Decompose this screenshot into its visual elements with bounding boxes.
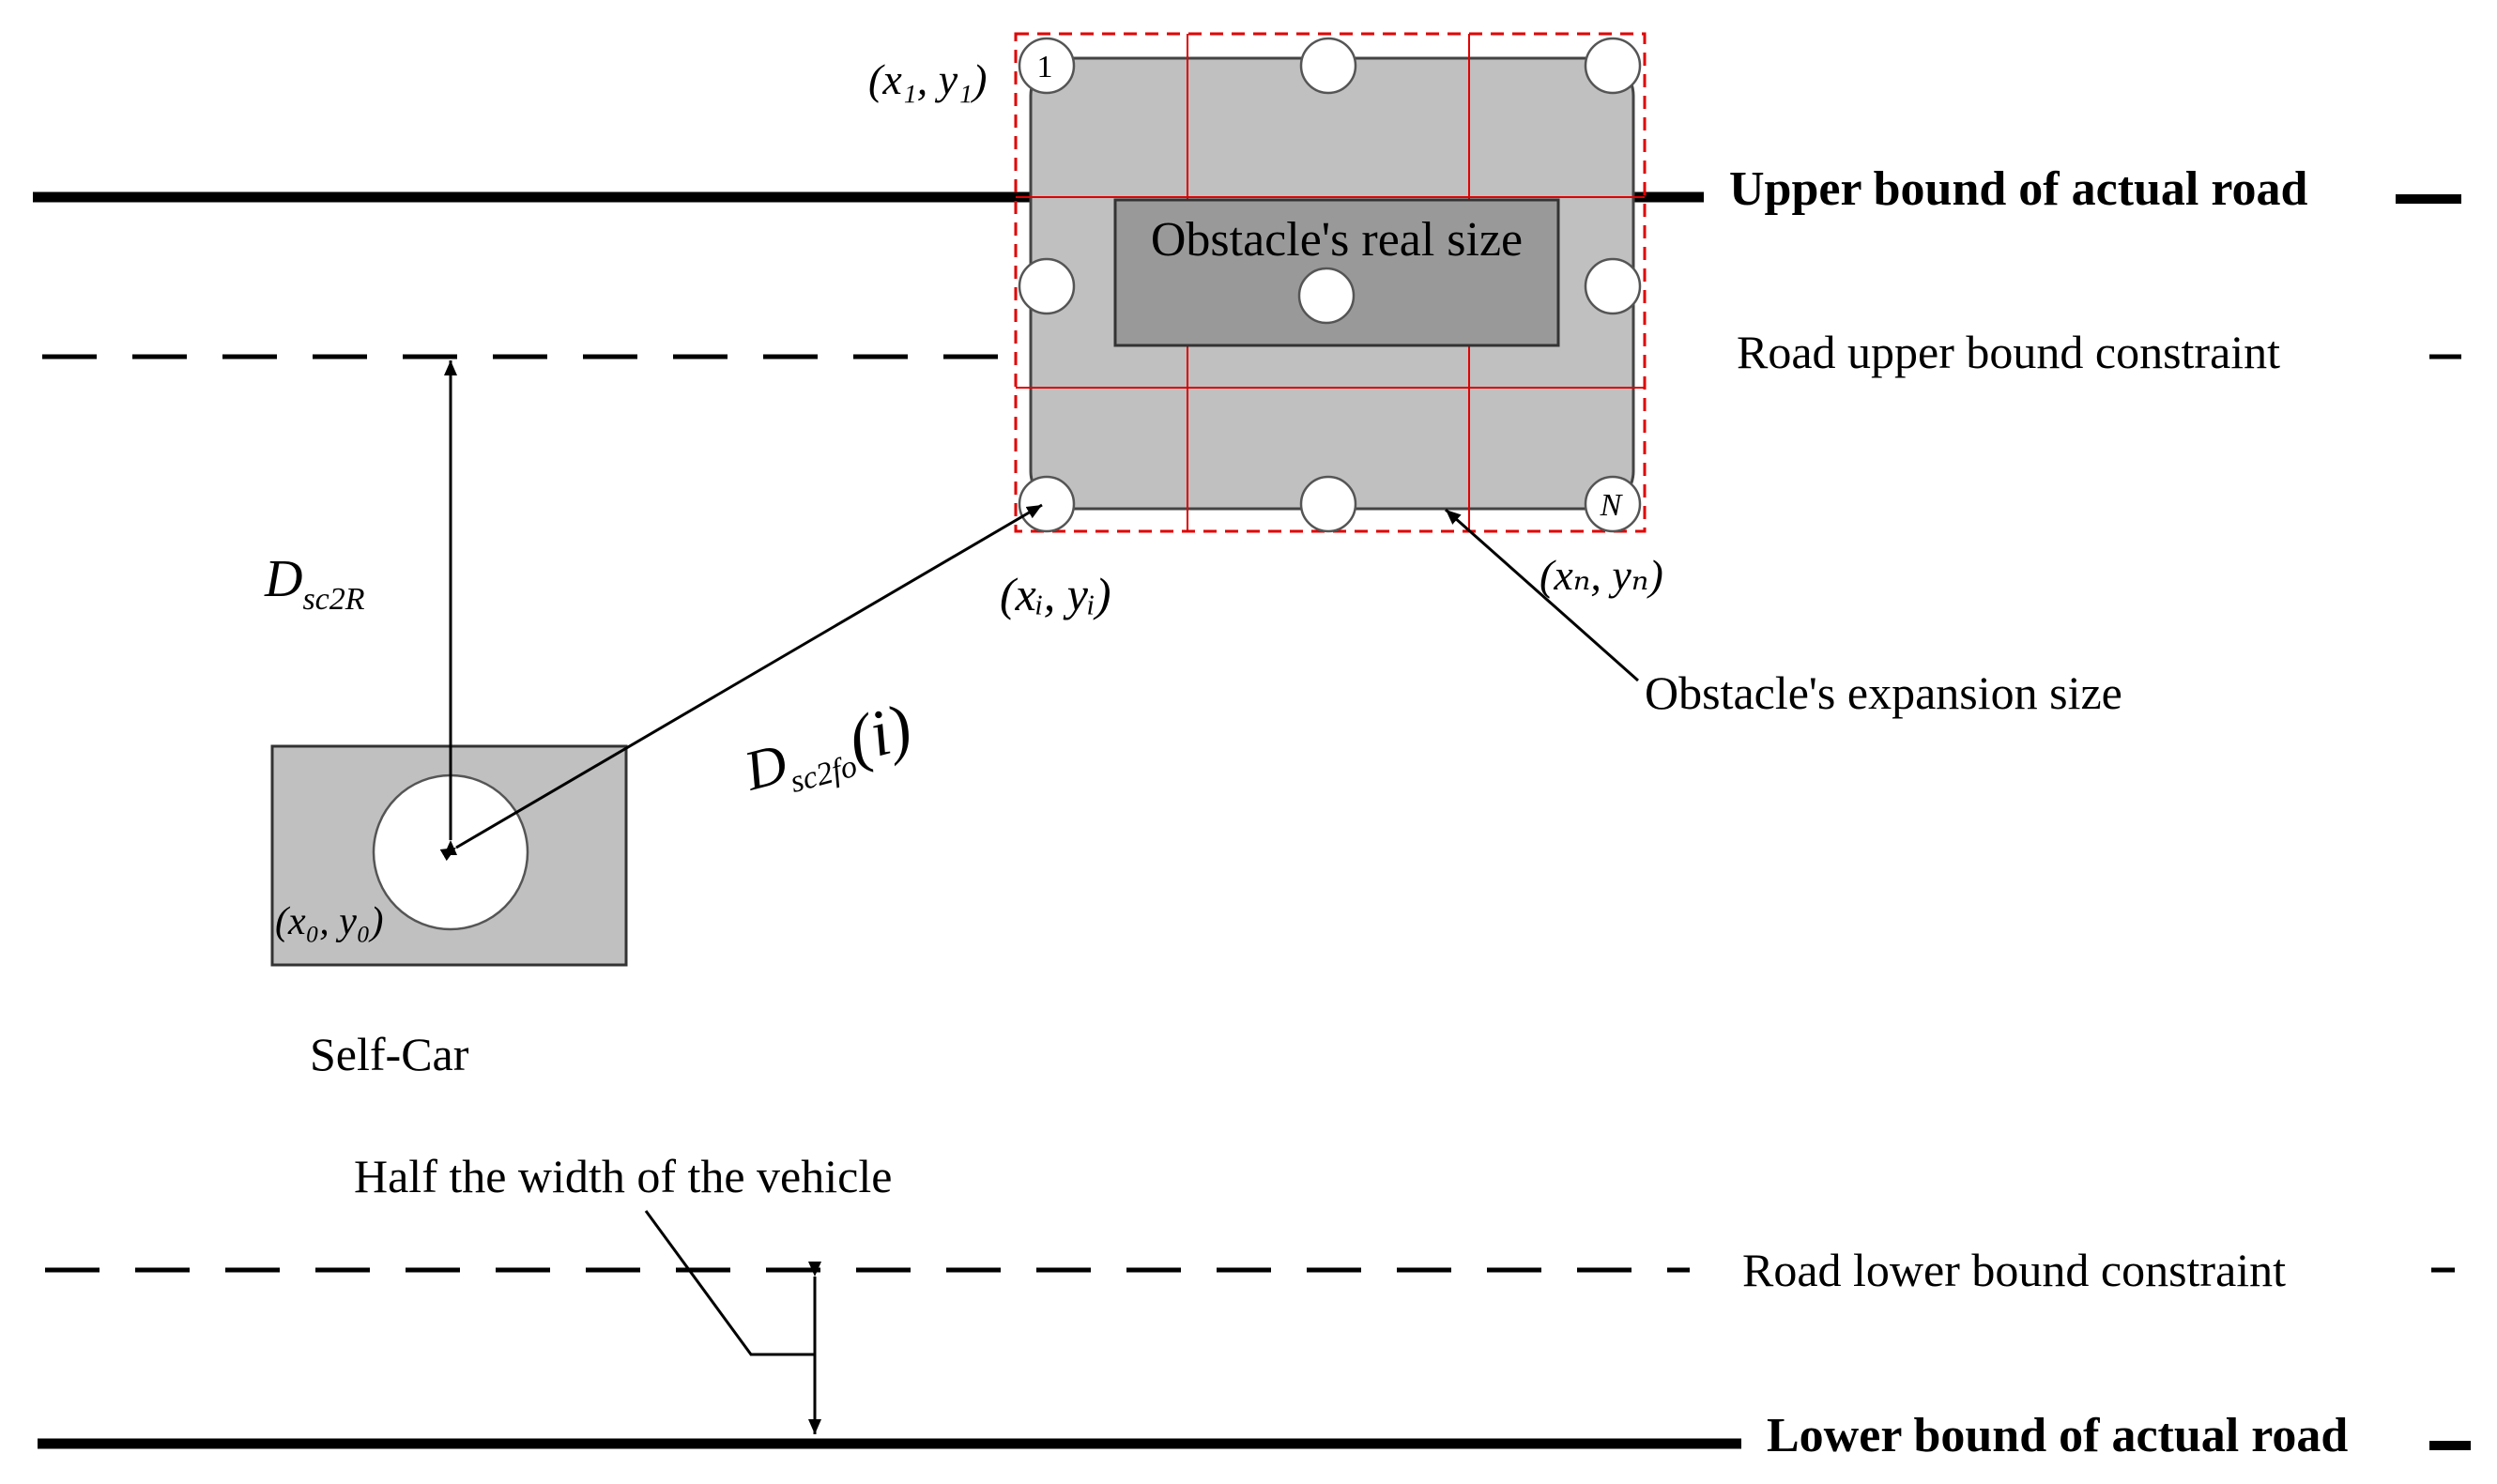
point-0-label: (x₀, y₀) — [275, 900, 383, 943]
d-sc2r-label: Dsc2R — [264, 550, 365, 617]
lower-actual-label: Lower bound of actual road — [1767, 1409, 2348, 1462]
point-n-label: (xₙ, yₙ) — [1540, 551, 1663, 599]
upper-actual-label: Upper bound of actual road — [1729, 162, 2308, 216]
upper-constraint-label: Road upper bound constraint — [1737, 326, 2280, 378]
half-width-label: Half the width of the vehicle — [354, 1150, 892, 1202]
point-1-label: (x₁, y₁) — [868, 55, 987, 103]
circle-first-label: 1 — [1037, 50, 1053, 84]
circle-last-label: N — [1600, 488, 1624, 523]
expansion-pointer-arrow — [1445, 508, 1639, 682]
self-car-label: Self-Car — [310, 1028, 469, 1080]
half-width-leader — [644, 1210, 815, 1356]
circle-1 — [1018, 37, 1076, 95]
point-i-label: (xᵢ, yᵢ) — [1000, 568, 1111, 620]
d-sc2fo-label: Dsc2fo(i) — [735, 691, 920, 810]
circle-i — [1018, 475, 1076, 533]
circle-n — [1584, 475, 1642, 533]
obstacle-real-label: Obstacle's real size — [1151, 213, 1523, 267]
lower-constraint-label: Road lower bound constraint — [1742, 1244, 2286, 1296]
d-sc2fo-arrow — [439, 503, 1043, 862]
expansion-label: Obstacle's expansion size — [1645, 666, 2122, 719]
